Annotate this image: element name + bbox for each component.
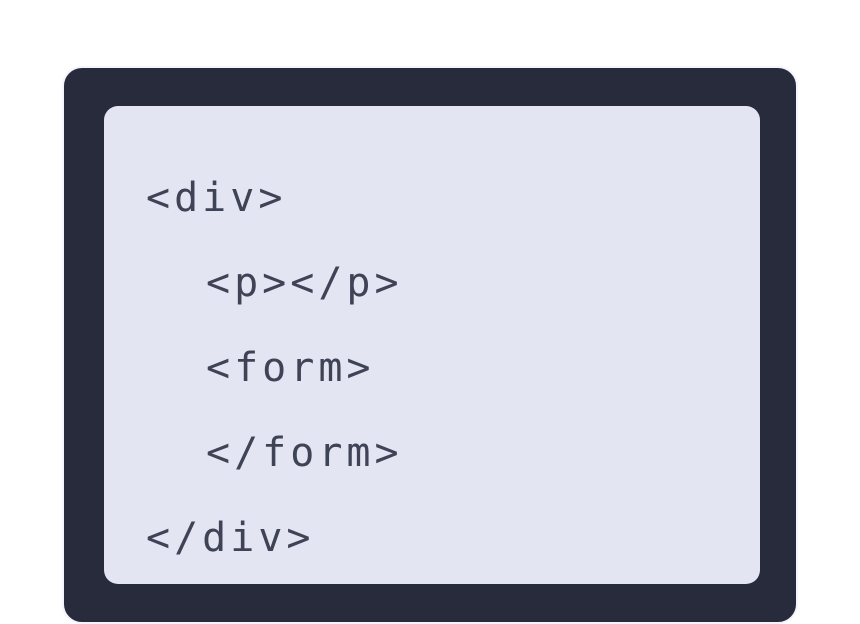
code-line: <form>: [206, 345, 375, 391]
code-card: <div> <p></p> <form> </form> </div>: [62, 66, 798, 624]
code-line: <p></p>: [206, 260, 403, 306]
code-panel: <div> <p></p> <form> </form> </div>: [104, 106, 760, 584]
code-line: </div>: [146, 515, 315, 561]
code-line: </form>: [206, 430, 403, 476]
code-line: <div>: [146, 175, 287, 221]
